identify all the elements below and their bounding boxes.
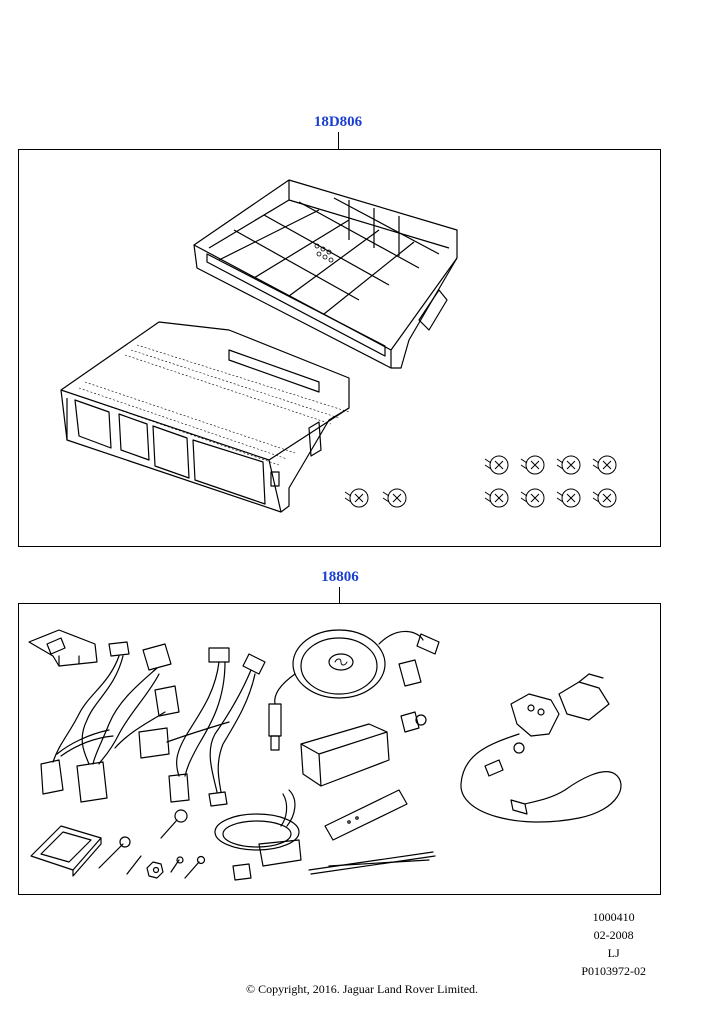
- drawing-date: 02-2008: [593, 928, 634, 942]
- callout-top-leader: [338, 132, 339, 150]
- screws-illustration: [344, 455, 617, 508]
- vehicle-code: LJ: [607, 946, 620, 960]
- drawing-reference-info: 1000410 02-2008 LJ P0103972-02: [581, 908, 646, 980]
- fasteners-illustration: [98, 809, 206, 879]
- adhesive-strip-illustration: [324, 789, 408, 841]
- top-parts-frame: [18, 149, 661, 547]
- adhesive-pad-illustration: [30, 825, 102, 877]
- copyright-notice: © Copyright, 2016. Jaguar Land Rover Lim…: [245, 982, 479, 996]
- cable-ties-illustration: [308, 851, 436, 875]
- callout-bottom-part-number[interactable]: 18806: [321, 569, 359, 585]
- callout-bottom-leader: [339, 587, 340, 604]
- wiring-harness-1-illustration: [40, 641, 180, 803]
- cradle-vent-holes: [314, 243, 334, 263]
- docking-cradle-illustration: [460, 673, 622, 823]
- cd-changer-unit-illustration: [60, 321, 350, 513]
- extension-cable-coil-illustration: [214, 789, 302, 881]
- interface-module-illustration: [300, 723, 390, 787]
- changer-vent-grille: [72, 344, 350, 466]
- wiring-harness-2-illustration: [138, 647, 266, 807]
- drawing-number: 1000410: [592, 910, 635, 924]
- callout-top-part-number[interactable]: 18D806: [313, 114, 363, 130]
- mounting-cradle-illustration: [193, 179, 458, 369]
- bottom-parts-frame: [18, 603, 661, 895]
- bracket-clip-illustration: [28, 629, 98, 667]
- illustration-id: P0103972-02: [581, 964, 646, 978]
- small-connectors-illustration: [398, 659, 427, 733]
- usb-cable-coil-illustration: [268, 629, 440, 751]
